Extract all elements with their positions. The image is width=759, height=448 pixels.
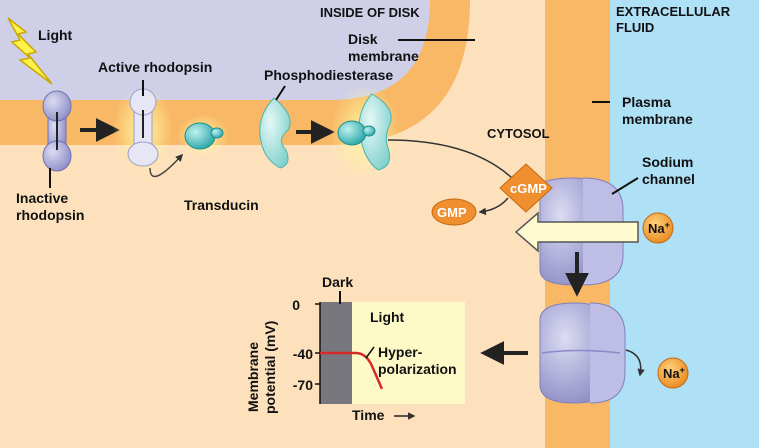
hyperpolarization-pointer [365, 346, 375, 359]
active-rhodopsin-label: Active rhodopsin [98, 59, 212, 75]
inside-disk-label: INSIDE OF DISK [320, 5, 420, 20]
light-label: Light [38, 27, 73, 43]
cytosol-label: CYTOSOL [487, 126, 550, 141]
sodium-channel-closed [539, 302, 626, 404]
graph-tick-label-40: -40 [293, 346, 313, 362]
inactive-rhodopsin-label-line2: rhodopsin [16, 207, 84, 223]
graph-xlabel: Time [352, 407, 385, 423]
inactive-rhodopsin-label-line1: Inactive [16, 190, 68, 206]
sodium-ion-bottom-label: Na+ [663, 365, 685, 381]
phosphodiesterase-label: Phosphodiesterase [264, 67, 393, 83]
disk-membrane-label-line1: Disk [348, 31, 378, 47]
plasma-membrane-label-line1: Plasma [622, 94, 671, 110]
graph-ylabel-line2: potential (mV) [262, 321, 278, 414]
arrow-sodium-blocked [625, 349, 645, 377]
cgmp-molecule [499, 163, 553, 213]
disk-interior [0, 0, 430, 100]
active-rhodopsin [113, 85, 173, 175]
gmp-label: GMP [437, 205, 467, 220]
graph-dark-label: Dark [322, 274, 353, 290]
hyperpolarization-label-line2: polarization [378, 361, 457, 377]
arrow-pde-to-cgmp [387, 139, 513, 179]
transducin [177, 114, 229, 158]
sodium-ion-bottom [657, 357, 689, 389]
sodium-influx-arrow [514, 211, 639, 253]
sodium-channel-label-line1: Sodium [642, 154, 693, 170]
extracellular-label-line2: FLUID [616, 20, 654, 35]
graph-light-phase [352, 302, 465, 404]
membrane-potential-graph [315, 302, 465, 404]
phosphodiesterase-pointer [275, 85, 286, 101]
sodium-ion-top-label: Na+ [648, 220, 670, 236]
sodium-channel-label-line2: channel [642, 171, 695, 187]
phosphodiesterase-active [330, 84, 400, 180]
extracellular-label-line1: EXTRACELLULAR [616, 4, 731, 19]
sodium-channel-pointer [611, 177, 639, 195]
graph-tick-label-0: 0 [292, 297, 300, 313]
disk-membrane-label-line2: membrane [348, 48, 419, 64]
gmp-molecule [431, 198, 477, 226]
arrow-cgmp-to-gmp [478, 197, 509, 216]
inactive-rhodopsin [42, 90, 72, 172]
cgmp-label: cGMP [510, 181, 547, 196]
membrane-potential-trace [320, 351, 384, 390]
graph-ylabel-line1: Membrane [245, 342, 261, 412]
arrow-activate-transducin [149, 153, 184, 178]
transducin-label: Transducin [184, 197, 259, 213]
sodium-ion-top [642, 212, 674, 244]
phosphodiesterase-inactive [259, 97, 291, 169]
hyperpolarization-label-line1: Hyper- [378, 344, 423, 360]
light-bolt-icon [7, 17, 53, 85]
graph-light-label: Light [370, 309, 405, 325]
graph-tick-label-70: -70 [293, 377, 313, 393]
plasma-membrane-label-line2: membrane [622, 111, 693, 127]
